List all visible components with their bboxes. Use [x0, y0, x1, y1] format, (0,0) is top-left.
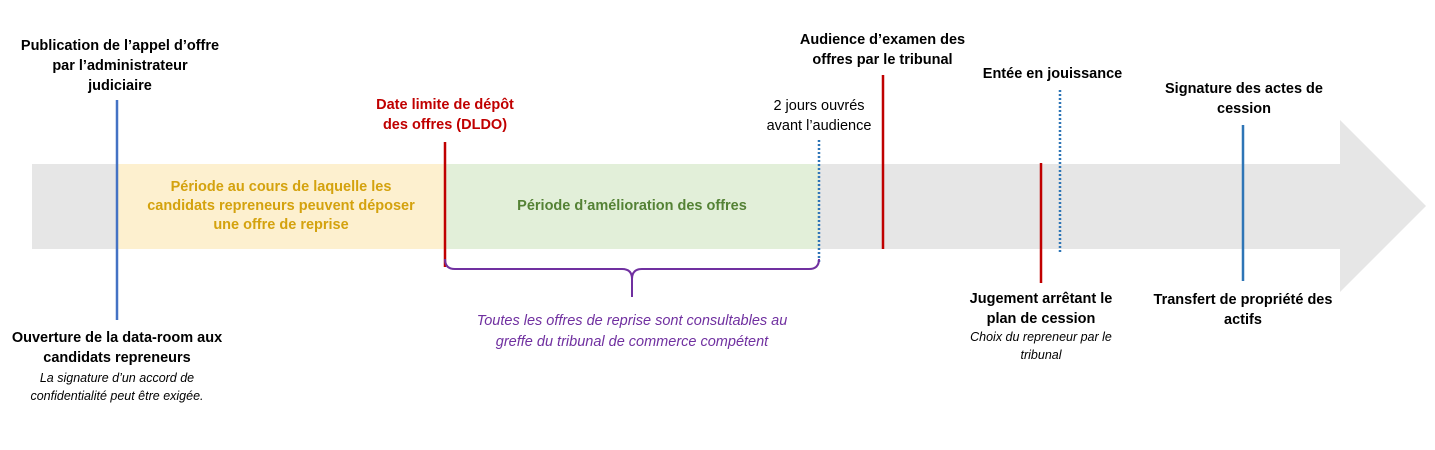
judgment-note: Choix du repreneur par le tribunal: [970, 330, 1112, 362]
candidate-period-box: Période au cours de laquelle les candida…: [117, 164, 445, 249]
hearing-label: Audience d’examen des offres par le trib…: [799, 32, 966, 68]
improvement-period-box: Période d’amélioration des offres: [445, 164, 819, 249]
consultation-brace: [444, 258, 820, 297]
publication-label: Publication de l’appel d’offre par l’adm…: [20, 38, 220, 94]
dataroom-note: La signature d’un accord de confidential…: [30, 371, 204, 403]
dldo-label: Date limite de dépôt des offres (DLDO): [376, 97, 514, 133]
signature-label: Signature des actes de cession: [1165, 81, 1323, 117]
candidate-period-label: Période au cours de laquelle les candida…: [147, 179, 415, 233]
brace-note: Toutes les offres de reprise sont consul…: [476, 313, 788, 350]
transfer-label: Transfert de propriété des actifs: [1153, 292, 1333, 328]
enjoyment-label: Entée en jouissance: [982, 66, 1123, 82]
dataroom-label: Ouverture de la data-room aux candidats …: [11, 330, 223, 366]
improvement-period-label: Période d’amélioration des offres: [517, 198, 747, 214]
judgment-label: Jugement arrêtant le plan de cession: [969, 291, 1113, 327]
two-days-label: 2 jours ouvrés avant l’audience: [766, 98, 872, 134]
